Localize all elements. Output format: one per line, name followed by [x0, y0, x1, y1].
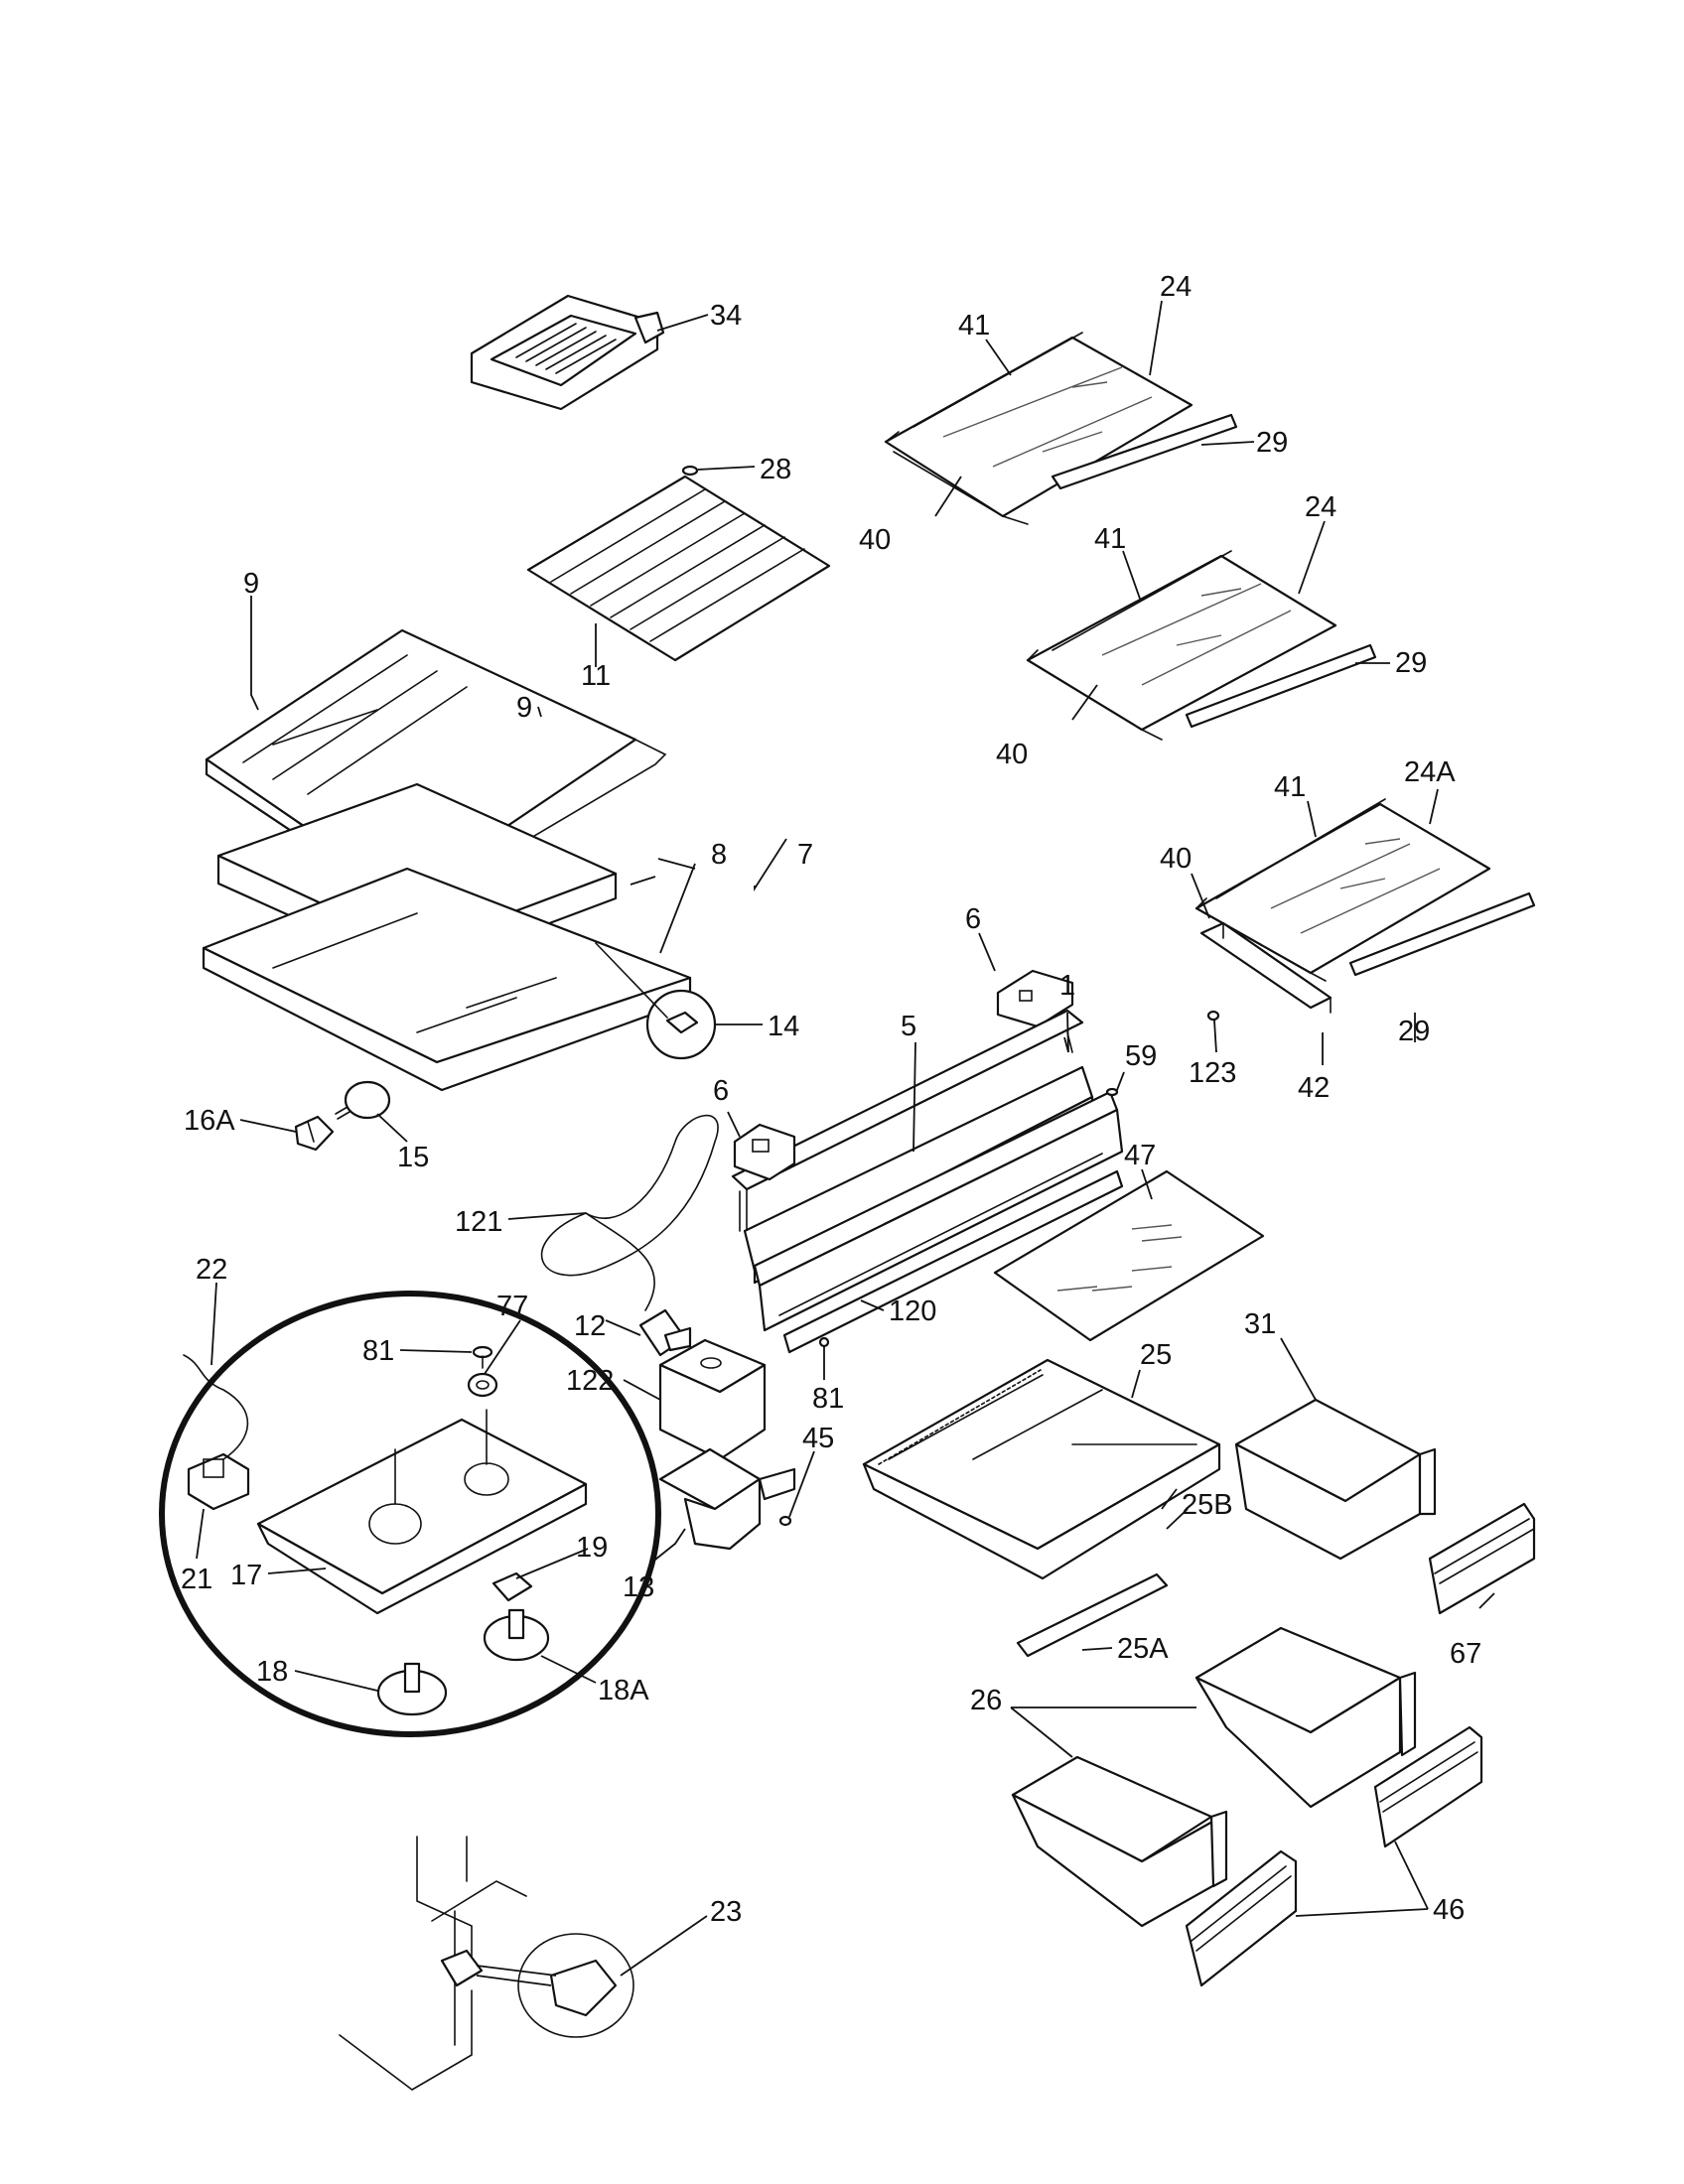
callout-22: 22: [196, 1254, 227, 1286]
callout-11: 11: [581, 660, 611, 692]
part-121-wire: [540, 1114, 719, 1311]
callout-13: 13: [623, 1571, 654, 1603]
callout-8: 8: [711, 839, 727, 871]
part-21-control: [183, 1354, 250, 1511]
callout-81: 81: [812, 1383, 844, 1415]
callout-6: 6: [713, 1075, 729, 1107]
part-16A-socket: [294, 1115, 335, 1152]
callout-9: 9: [516, 692, 532, 724]
callout-12: 12: [574, 1310, 606, 1342]
callout-81: 81: [362, 1335, 394, 1367]
part-26-drawer-a: [1011, 1755, 1228, 1928]
callout-24: 24: [1160, 271, 1192, 303]
part-14-switch: [595, 942, 717, 1060]
callout-23: 23: [710, 1896, 742, 1928]
part-18A-knob: [483, 1608, 550, 1662]
callout-19: 19: [576, 1532, 608, 1564]
part-34-ice-bin: [470, 294, 665, 411]
part-13-damper-housing: [658, 1447, 796, 1551]
part-18-knob: [376, 1662, 448, 1716]
callout-45: 45: [802, 1423, 834, 1454]
callout-15: 15: [397, 1142, 429, 1173]
part-5-heater: [731, 1009, 1084, 1232]
callout-14: 14: [768, 1011, 799, 1042]
callout-9: 9: [243, 568, 259, 600]
part-25-crisper-cover: [862, 1358, 1221, 1580]
callout-28: 28: [760, 454, 791, 485]
detail-circle-control: [159, 1291, 661, 1737]
callout-46: 46: [1433, 1894, 1465, 1926]
part-15-bulb: [335, 1080, 391, 1120]
callout-24A: 24A: [1404, 756, 1456, 788]
callout-1: 1: [1059, 970, 1075, 1002]
callout-120: 120: [889, 1296, 936, 1327]
callout-18: 18: [256, 1656, 288, 1688]
callout-16A: 16A: [184, 1105, 235, 1137]
callout-21: 21: [181, 1564, 212, 1595]
callout-31: 31: [1244, 1308, 1276, 1340]
callout-40: 40: [996, 739, 1028, 770]
callout-7: 7: [797, 839, 813, 871]
part-46-front-b: [1373, 1725, 1483, 1848]
part-120-lower-rail: [782, 1169, 1124, 1354]
part-31-drawer: [1234, 1398, 1437, 1561]
leader-lines: [196, 300, 1495, 1977]
callout-6: 6: [965, 903, 981, 935]
callout-34: 34: [710, 300, 742, 332]
part-59-screw: [1105, 1087, 1119, 1097]
part-46-front-a: [1185, 1849, 1298, 1987]
part-81-screw-detail: [472, 1345, 493, 1369]
callout-29: 29: [1256, 427, 1288, 459]
part-shelf-bottom: [1194, 798, 1536, 982]
callout-labels: 34 24 41 28 29 40 24 41 9 9 11 29 40 24A…: [181, 271, 1481, 1928]
part-77-washer: [467, 1372, 498, 1398]
callout-18A: 18A: [598, 1675, 649, 1706]
callout-25A: 25A: [1117, 1633, 1169, 1665]
part-122-damper-cover: [658, 1338, 767, 1461]
part-23-cabinet-detail: [339, 1836, 634, 2091]
callout-40: 40: [1160, 843, 1192, 875]
part-123-screw: [1206, 1010, 1220, 1022]
callout-25: 25: [1140, 1339, 1172, 1371]
part-26-drawer-b: [1194, 1626, 1417, 1809]
part-42-bracket: [1199, 921, 1333, 1014]
callout-29: 29: [1395, 647, 1427, 679]
part-12-bracket: [638, 1308, 692, 1357]
part-25A-rail: [1016, 1572, 1169, 1658]
part-6-lower-cover: [733, 1123, 796, 1181]
callout-47: 47: [1124, 1140, 1156, 1171]
callout-29: 29: [1398, 1016, 1430, 1047]
callout-59: 59: [1125, 1040, 1157, 1072]
callout-123: 123: [1189, 1057, 1236, 1089]
callout-25B: 25B: [1182, 1489, 1233, 1521]
callout-122: 122: [566, 1365, 614, 1397]
callout-67: 67: [1450, 1638, 1481, 1670]
callout-121: 121: [455, 1206, 502, 1238]
part-shelf-top: [884, 332, 1238, 525]
callout-40: 40: [859, 524, 891, 556]
part-67-drawer-front: [1428, 1502, 1536, 1615]
part-shelf-middle: [1026, 550, 1377, 741]
callout-77: 77: [496, 1291, 528, 1322]
callout-41: 41: [1274, 771, 1306, 803]
part-81-screw: [818, 1336, 830, 1348]
callout-41: 41: [958, 310, 990, 341]
callout-42: 42: [1298, 1072, 1330, 1104]
part-47-glass-shelf: [993, 1169, 1265, 1342]
callout-5: 5: [901, 1011, 916, 1042]
part-6-upper-cover: [996, 969, 1074, 1028]
callout-24: 24: [1305, 491, 1336, 523]
part-19-switch: [491, 1571, 533, 1602]
part-120-rail: [753, 1090, 1124, 1332]
callout-26: 26: [970, 1685, 1002, 1716]
part-11-wire-shelf: [526, 465, 831, 662]
callout-17: 17: [230, 1560, 262, 1591]
callout-41: 41: [1094, 523, 1126, 555]
part-45-screw: [778, 1515, 792, 1527]
